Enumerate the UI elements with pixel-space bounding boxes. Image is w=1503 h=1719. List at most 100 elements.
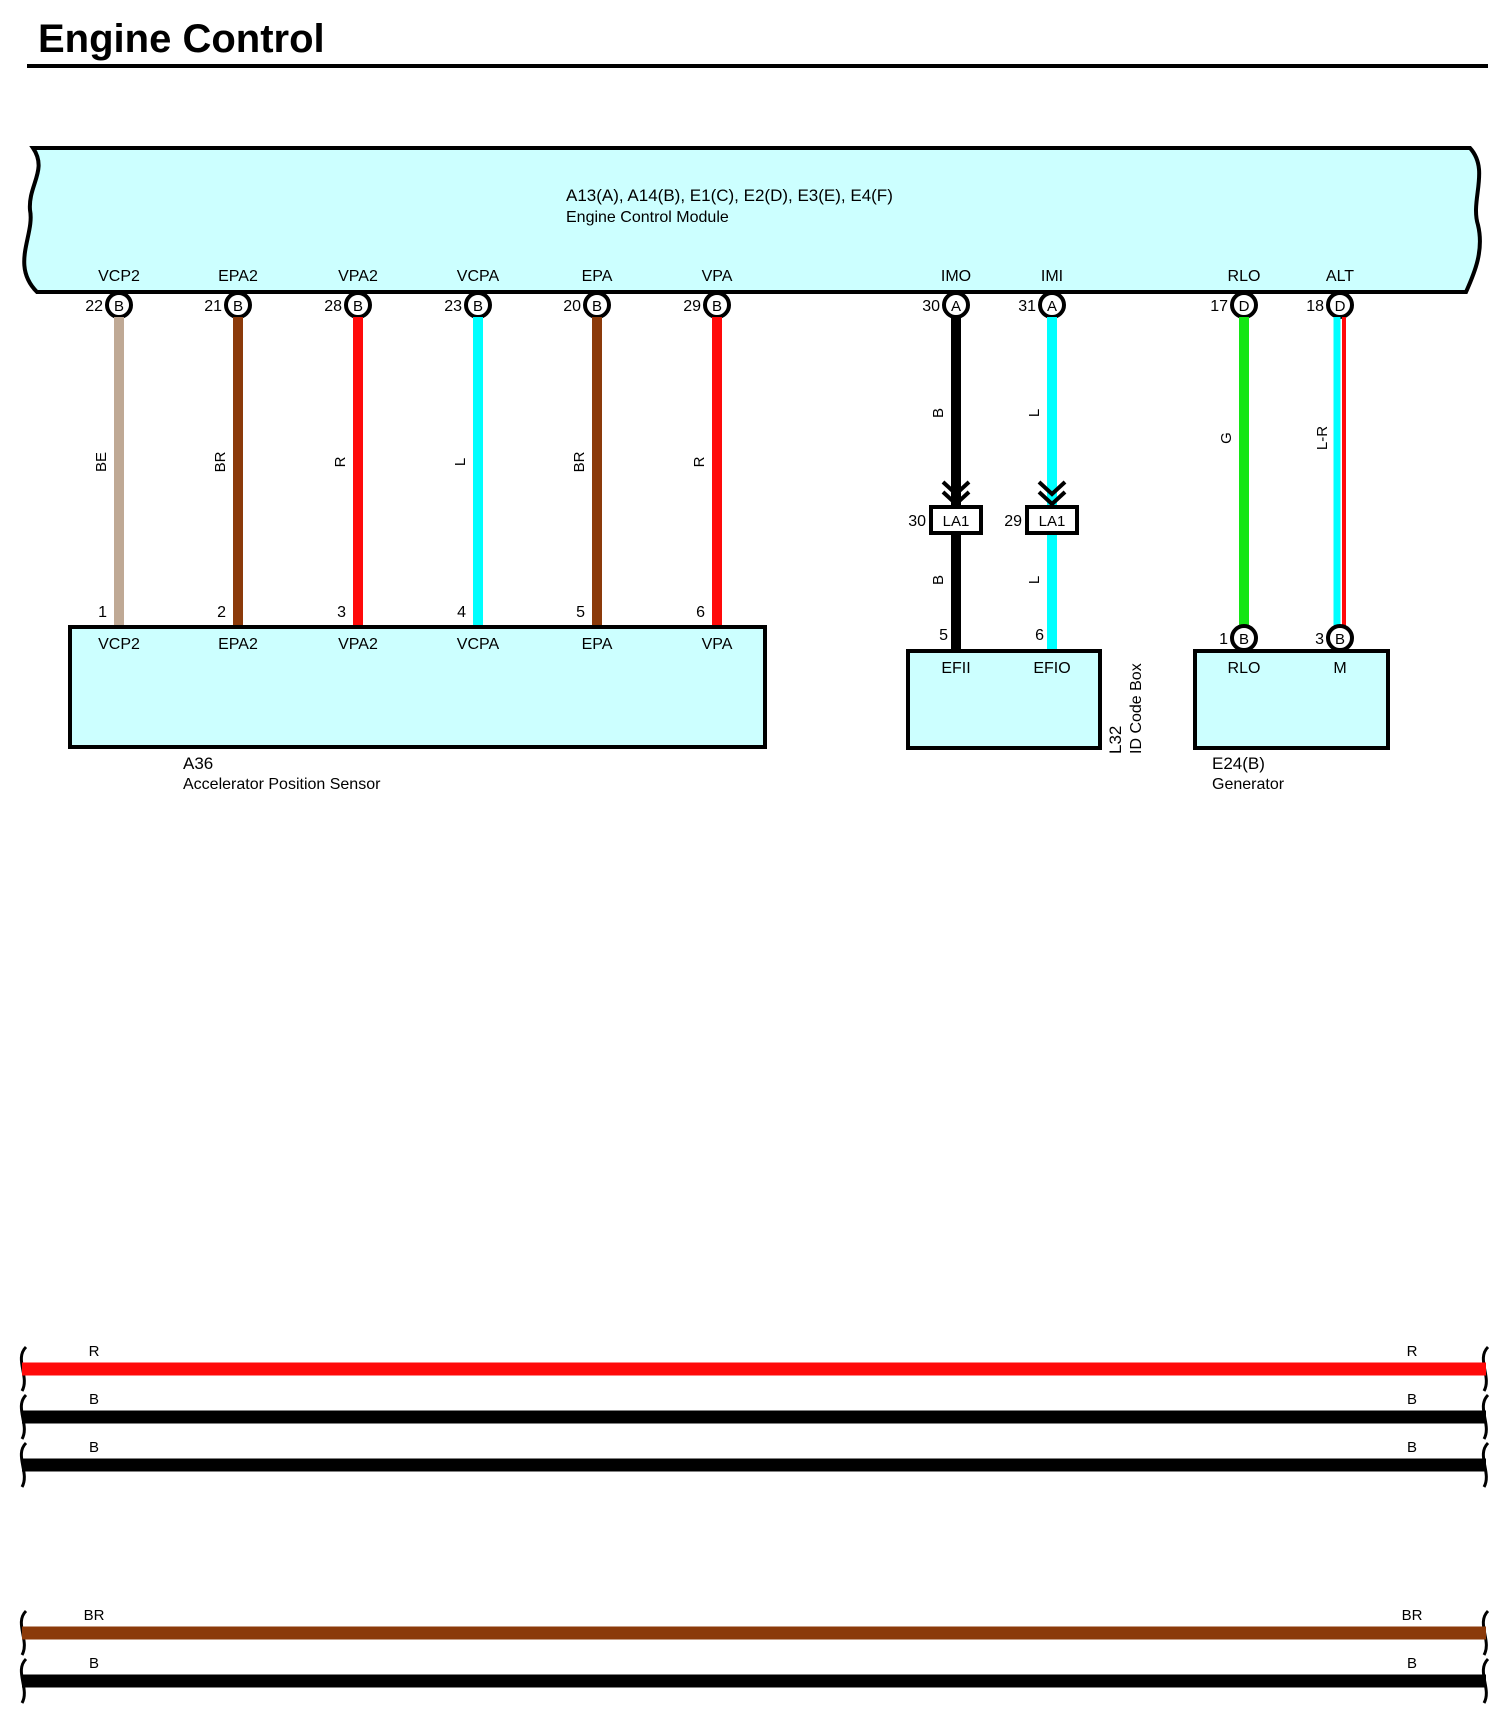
junction-chevron xyxy=(941,480,971,497)
harness-code-left: BR xyxy=(84,1607,105,1624)
ecm-connector-letter: B xyxy=(114,298,124,315)
wire-color-code: G xyxy=(1218,432,1235,444)
sensor-terminal-label: EPA xyxy=(582,636,613,653)
junction-chevron xyxy=(1037,480,1067,497)
ecm-terminal-label: EPA2 xyxy=(218,268,258,285)
ecm-pin-number: 28 xyxy=(324,298,342,315)
generator-terminal-label: RLO xyxy=(1228,660,1261,677)
junction-connector xyxy=(929,505,983,535)
ecm-terminal-label: VCP2 xyxy=(98,268,140,285)
page-title: Engine Control xyxy=(38,17,325,61)
ecm-terminal-label: IMI xyxy=(1041,268,1063,285)
sensor-body xyxy=(68,625,767,749)
wire-color-code: L-R xyxy=(1314,426,1331,450)
ecm-terminals: VCP2B22EPA2B21VPA2B28VCPAB23EPAB20VPAB29… xyxy=(85,268,1354,319)
generator-connector-circle xyxy=(1326,624,1354,652)
ecm-connector-letter: A xyxy=(1047,298,1057,315)
junction-pin: 29 xyxy=(1004,513,1022,530)
ecm-terminal-label: IMO xyxy=(941,268,971,285)
sensor-name: Accelerator Position Sensor xyxy=(183,776,381,793)
ecm-pin-number: 18 xyxy=(1306,298,1324,315)
ecm-connector-letter: B xyxy=(712,298,722,315)
wire-color-code: B xyxy=(930,408,947,418)
ecm-name: Engine Control Module xyxy=(566,209,729,226)
wire-color-code: BR xyxy=(212,451,229,472)
id-box-body xyxy=(906,649,1102,750)
sensor-pin: 3 xyxy=(337,604,346,621)
id-box-pin: 6 xyxy=(1035,627,1044,644)
harness-code-right: B xyxy=(1407,1391,1417,1408)
wire-color-code: BR xyxy=(571,451,588,472)
ecm-connector-letter: B xyxy=(233,298,243,315)
ecm-connector-letter: B xyxy=(592,298,602,315)
junction-label: LA1 xyxy=(1039,513,1066,530)
ecm-body xyxy=(22,146,1482,294)
generator-pin: 1 xyxy=(1219,631,1228,648)
ecm-connector-letter: D xyxy=(1239,298,1250,315)
ecm-connector-letter: B xyxy=(353,298,363,315)
wire-color-code: BE xyxy=(93,452,110,472)
ecm-connectors: A13(A), A14(B), E1(C), E2(D), E3(E), E4(… xyxy=(566,186,893,205)
ecm-pin-number: 21 xyxy=(204,298,222,315)
harness-code-left: B xyxy=(89,1391,99,1408)
ecm-terminal-label: VPA xyxy=(702,268,733,285)
harness-code-left: B xyxy=(89,1655,99,1672)
sensor-terminal-label: VCP2 xyxy=(98,636,140,653)
ecm-pin-number: 23 xyxy=(444,298,462,315)
ecm-terminal-label: EPA xyxy=(582,268,613,285)
sensor-terminal-label: VPA2 xyxy=(338,636,378,653)
wire-color-code: R xyxy=(332,456,349,467)
junction-pin: 30 xyxy=(908,513,926,530)
ecm-terminal-label: VCPA xyxy=(457,268,500,285)
id-box-pin: 5 xyxy=(939,627,948,644)
ecm-connector-letter: A xyxy=(951,298,961,315)
wire-color-code-lower: L xyxy=(1026,576,1043,584)
ecm-pin-number: 17 xyxy=(1210,298,1228,315)
generator-connector-letter: B xyxy=(1335,631,1345,648)
junction-connector xyxy=(1025,505,1079,535)
sensor-pin: 4 xyxy=(457,604,466,621)
generator-body xyxy=(1193,649,1390,750)
id-box-terminal-label: EFII xyxy=(941,660,970,677)
generator-connector-letter: B xyxy=(1239,631,1249,648)
generator-pin: 3 xyxy=(1315,631,1324,648)
generator-code: E24(B) xyxy=(1212,754,1265,773)
id-box-name: ID Code Box xyxy=(1128,663,1145,754)
id-box-terminal-label: EFIO xyxy=(1033,660,1070,677)
junction-chevron xyxy=(1037,490,1067,507)
sensor-terminal-label: EPA2 xyxy=(218,636,258,653)
ecm-terminal-label: RLO xyxy=(1228,268,1261,285)
generator-name: Generator xyxy=(1212,776,1285,793)
sensor-pin: 2 xyxy=(217,604,226,621)
id-box-code: L32 xyxy=(1106,726,1125,754)
wire-color-code: R xyxy=(691,456,708,467)
harness-code-left: B xyxy=(89,1439,99,1456)
generator-terminal-label: M xyxy=(1333,660,1346,677)
sensor-terminal-label: VPA xyxy=(702,636,733,653)
sensor-code: A36 xyxy=(183,754,213,773)
ecm-terminal-label: VPA2 xyxy=(338,268,378,285)
junction-chevron xyxy=(941,490,971,507)
harness-code-right: B xyxy=(1407,1655,1417,1672)
sensor-pin: 5 xyxy=(576,604,585,621)
sensor-pin: 1 xyxy=(98,604,107,621)
wire-color-code-lower: B xyxy=(930,575,947,585)
ecm-pin-number: 22 xyxy=(85,298,103,315)
ecm-pin-number: 30 xyxy=(922,298,940,315)
harness-code-right: R xyxy=(1407,1343,1418,1360)
ecm-connector-letter: D xyxy=(1335,298,1346,315)
ecm-terminal-label: ALT xyxy=(1326,268,1354,285)
junction-label: LA1 xyxy=(943,513,970,530)
ecm-pin-number: 29 xyxy=(683,298,701,315)
wire-color-code: L xyxy=(452,458,469,466)
harness-code-right: BR xyxy=(1402,1607,1423,1624)
ecm-connector-letter: B xyxy=(473,298,483,315)
sensor-pin: 6 xyxy=(696,604,705,621)
sensor-terminal-label: VCPA xyxy=(457,636,500,653)
harness-group-2: BR BR B B xyxy=(19,1607,1490,1704)
